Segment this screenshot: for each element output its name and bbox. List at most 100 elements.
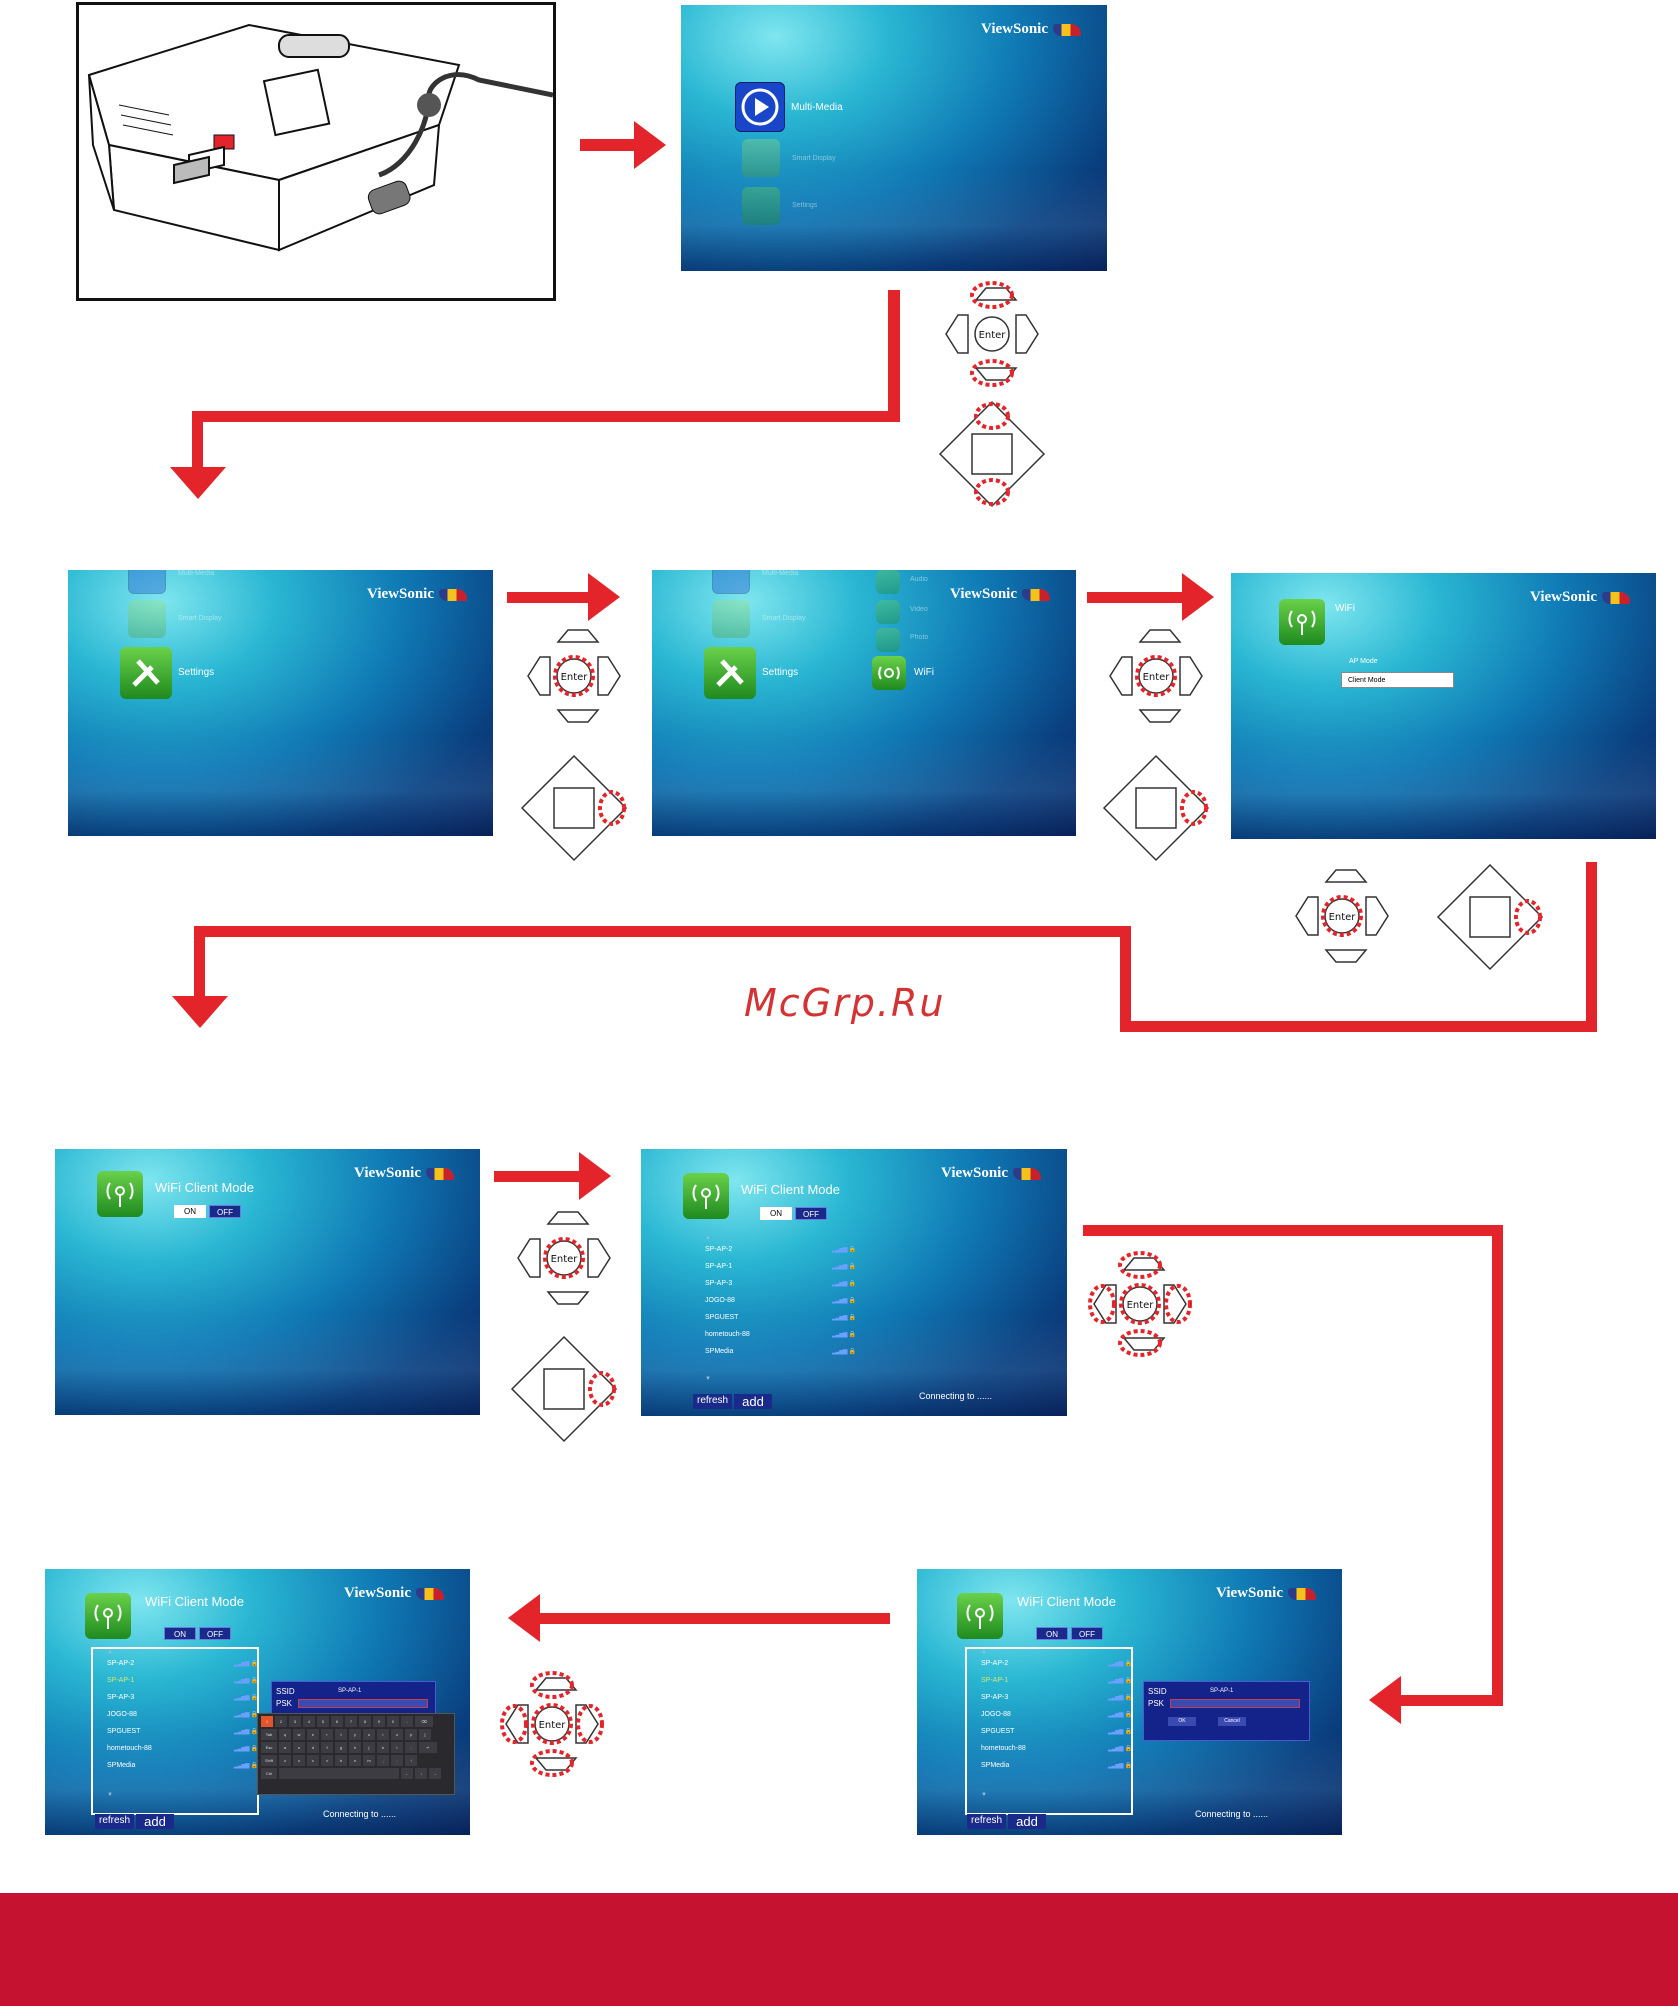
multimedia-label: Multi-Media <box>178 570 215 577</box>
multimedia-icon[interactable] <box>128 570 166 594</box>
refresh-button[interactable]: refresh <box>967 1814 1007 1829</box>
screen-wifi: ViewSonic WiFi AP Mode Client Mode <box>1231 573 1656 839</box>
video-icon[interactable] <box>876 600 900 624</box>
flow-line-5d <box>194 926 1131 937</box>
network-list: ▲ SP-AP-2▂▃▅▆🔒 SP-AP-1▂▃▅▆🔒 SP-AP-3▂▃▅▆🔒… <box>107 1649 258 1798</box>
flow-arrow-8 <box>508 1594 540 1642</box>
photo-label: Photo <box>910 634 929 641</box>
network-item[interactable]: hometouch-88▂▃▅▆🔒 <box>705 1331 856 1338</box>
off-button[interactable]: OFF <box>209 1205 241 1218</box>
wifi-title: WiFi <box>1335 603 1355 614</box>
audio-icon[interactable] <box>876 570 900 594</box>
flow-line-7c <box>1400 1695 1503 1706</box>
refresh-button[interactable]: refresh <box>693 1394 733 1409</box>
on-button[interactable]: ON <box>760 1207 792 1220</box>
cancel-button[interactable]: Cancel <box>1218 1716 1246 1726</box>
flow-line-4 <box>1087 592 1185 603</box>
remote-dpad-1: Enter <box>945 281 1039 387</box>
screen-client-mode: ViewSonic WiFi Client Mode ON OFF <box>55 1149 480 1415</box>
network-item[interactable]: JOGO-88▂▃▅▆🔒 <box>107 1711 258 1718</box>
remote-diamond-4 <box>1436 863 1544 971</box>
key[interactable]: 1 <box>261 1716 273 1727</box>
client-mode-title: WiFi Client Mode <box>1017 1594 1116 1609</box>
flow-line-2c <box>192 411 203 471</box>
network-item[interactable]: SP-AP-2▂▃▅▆🔒 <box>705 1246 856 1253</box>
psk-input[interactable] <box>1170 1698 1300 1708</box>
network-item[interactable]: SPGUEST▂▃▅▆🔒 <box>107 1728 258 1735</box>
smart-display-icon[interactable] <box>712 600 750 638</box>
network-item[interactable]: hometouch-88▂▃▅▆🔒 <box>107 1745 258 1752</box>
flow-line-7a <box>1083 1225 1503 1236</box>
on-button[interactable]: ON <box>1036 1627 1068 1640</box>
network-item[interactable]: SPGUEST▂▃▅▆🔒 <box>981 1728 1132 1735</box>
settings-icon[interactable] <box>120 647 172 699</box>
network-item-selected[interactable]: SP-AP-1▂▃▅▆🔒 <box>107 1677 258 1684</box>
svg-text:Enter: Enter <box>979 330 1007 341</box>
wifi-toggle: ON OFF <box>760 1207 827 1220</box>
viewsonic-logo: ViewSonic <box>941 1165 1041 1182</box>
connecting-status: Connecting to ...... <box>323 1809 397 1819</box>
ssid-value: SP-AP-1 <box>338 1688 362 1694</box>
network-list: ▲ SP-AP-2▂▃▅▆🔒 SP-AP-1▂▃▅▆🔒 SP-AP-3▂▃▅▆🔒… <box>705 1235 856 1382</box>
flow-line-7b <box>1492 1225 1503 1706</box>
smart-display-icon[interactable] <box>742 139 780 177</box>
network-item[interactable]: SP-AP-3▂▃▅▆🔒 <box>705 1280 856 1287</box>
network-item[interactable]: SP-AP-3▂▃▅▆🔒 <box>107 1694 258 1701</box>
viewsonic-logo: ViewSonic <box>354 1165 454 1182</box>
network-item[interactable]: JOGO-88▂▃▅▆🔒 <box>705 1297 856 1304</box>
smart-display-icon[interactable] <box>128 600 166 638</box>
on-button[interactable]: ON <box>174 1205 206 1218</box>
psk-input[interactable] <box>298 1698 428 1708</box>
off-button[interactable]: OFF <box>795 1207 827 1220</box>
ap-mode-option[interactable]: AP Mode <box>1349 658 1378 665</box>
add-button[interactable]: add <box>734 1394 772 1409</box>
on-button[interactable]: ON <box>164 1627 196 1640</box>
settings-icon[interactable] <box>742 187 780 225</box>
network-item[interactable]: hometouch-88▂▃▅▆🔒 <box>981 1745 1132 1752</box>
viewsonic-logo: ViewSonic <box>1530 589 1630 606</box>
flow-line-5b <box>1120 1021 1597 1032</box>
wifi-icon <box>683 1173 729 1219</box>
wifi-icon[interactable] <box>872 656 906 690</box>
network-item[interactable]: SPMedia▂▃▅▆🔒 <box>981 1762 1132 1769</box>
flow-arrow-3 <box>588 573 620 621</box>
network-item[interactable]: JOGO-88▂▃▅▆🔒 <box>981 1711 1132 1718</box>
refresh-button[interactable]: refresh <box>95 1814 135 1829</box>
network-item[interactable]: SPMedia▂▃▅▆🔒 <box>705 1348 856 1355</box>
network-item[interactable]: SP-AP-2▂▃▅▆🔒 <box>107 1660 258 1667</box>
network-list-box <box>965 1647 1133 1815</box>
svg-text:Enter: Enter <box>539 1720 567 1731</box>
client-mode-option[interactable]: Client Mode <box>1341 672 1454 688</box>
network-item[interactable]: SP-AP-3▂▃▅▆🔒 <box>981 1694 1132 1701</box>
flow-line-3 <box>507 592 591 603</box>
ssid-label: SSID <box>276 1686 295 1696</box>
add-button[interactable]: add <box>1008 1814 1046 1829</box>
multimedia-icon[interactable] <box>735 82 785 132</box>
list-actions: refresh add <box>967 1814 1046 1829</box>
flow-line-5a <box>1586 862 1597 1032</box>
off-button[interactable]: OFF <box>1071 1627 1103 1640</box>
screen-psk-keyboard: ViewSonic WiFi Client Mode ON OFF ▲ SP-A… <box>45 1569 470 1835</box>
remote-dpad-2: Enter <box>527 629 621 723</box>
photo-icon[interactable] <box>876 628 900 652</box>
network-item[interactable]: SP-AP-2▂▃▅▆🔒 <box>981 1660 1132 1667</box>
off-button[interactable]: OFF <box>199 1627 231 1640</box>
network-item[interactable]: SP-AP-1▂▃▅▆🔒 <box>705 1263 856 1270</box>
wifi-icon <box>85 1593 131 1639</box>
flow-arrow-5 <box>172 996 228 1028</box>
flow-arrow-7 <box>1369 1676 1401 1724</box>
viewsonic-logo: ViewSonic <box>950 586 1050 603</box>
remote-dpad-5: Enter <box>517 1211 611 1305</box>
wifi-toggle: ON OFF <box>164 1627 231 1640</box>
network-item[interactable]: SPMedia▂▃▅▆🔒 <box>107 1762 258 1769</box>
flow-line-1 <box>580 139 636 151</box>
multimedia-icon[interactable] <box>712 570 750 594</box>
network-item[interactable]: SPGUEST▂▃▅▆🔒 <box>705 1314 856 1321</box>
projector-illustration <box>76 2 556 301</box>
settings-icon[interactable] <box>704 647 756 699</box>
ok-button[interactable]: OK <box>1168 1716 1196 1726</box>
network-item-selected[interactable]: SP-AP-1▂▃▅▆🔒 <box>981 1677 1132 1684</box>
add-button[interactable]: add <box>136 1814 174 1829</box>
viewsonic-logo: ViewSonic <box>1216 1585 1316 1602</box>
